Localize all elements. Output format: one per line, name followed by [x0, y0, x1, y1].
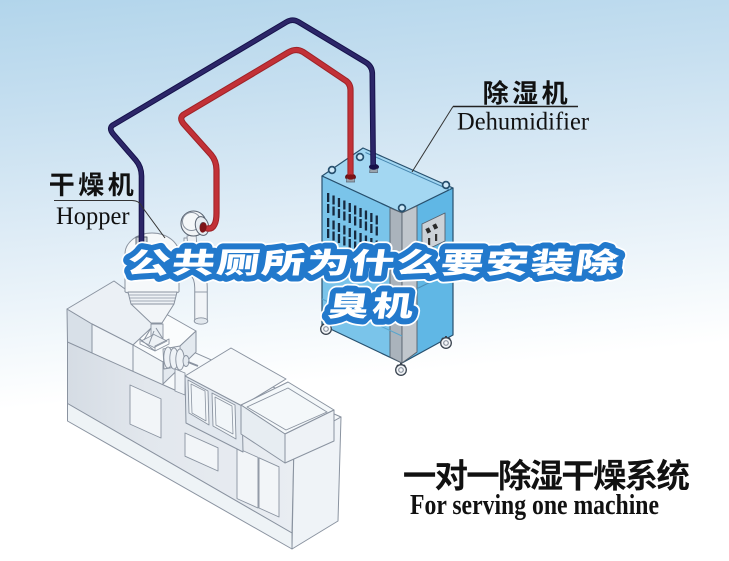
svg-text:For serving one machine: For serving one machine: [410, 490, 659, 521]
svg-text:Hopper: Hopper: [56, 201, 130, 230]
svg-text:Dehumidifier: Dehumidifier: [457, 109, 590, 136]
